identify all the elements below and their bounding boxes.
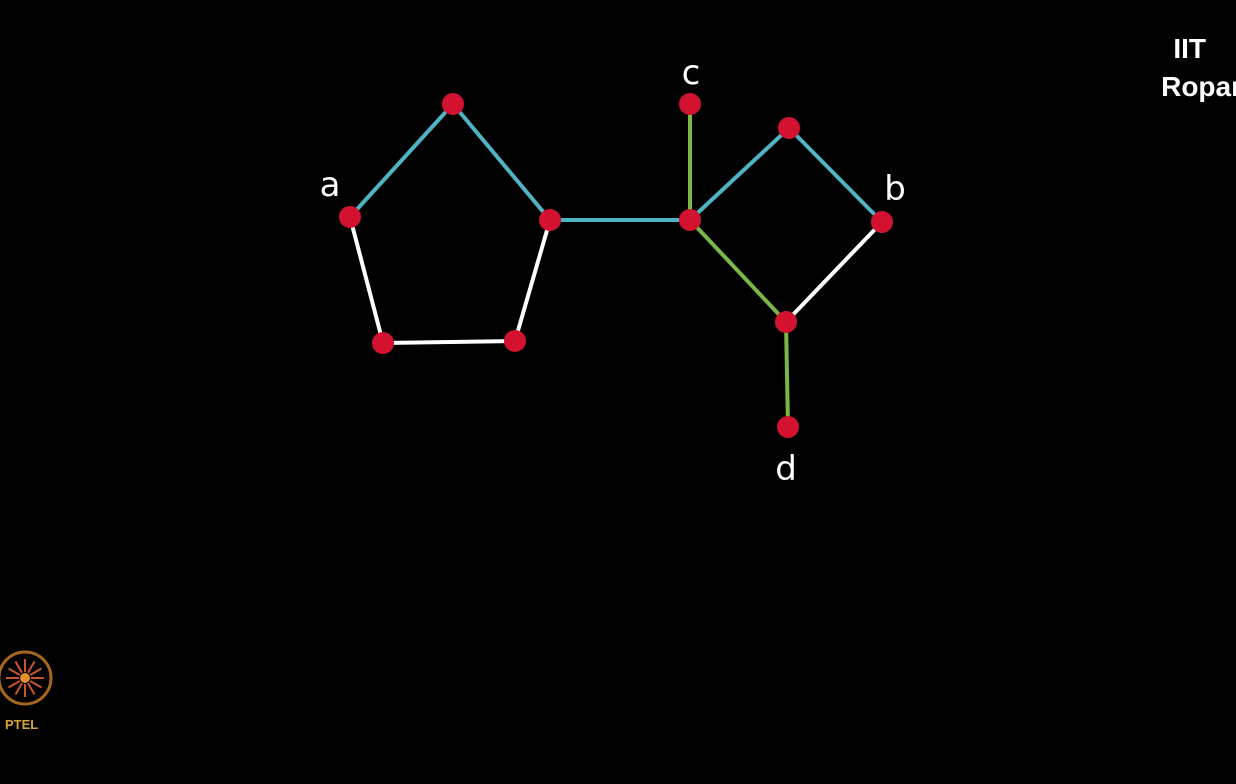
node-p4 bbox=[372, 332, 394, 354]
logo-spokes-icon bbox=[6, 659, 44, 697]
edge-p1-p2 bbox=[451, 102, 552, 222]
node-j bbox=[679, 209, 701, 231]
logo-spoke bbox=[29, 680, 42, 689]
node-label-a: a bbox=[320, 165, 341, 205]
logo-hub-icon bbox=[20, 673, 30, 683]
node-label-d: d bbox=[775, 449, 797, 489]
logo-ring-icon bbox=[0, 650, 53, 706]
nptel-logo: PTEL bbox=[0, 650, 53, 732]
node-c bbox=[679, 93, 701, 115]
logo-spoke bbox=[29, 667, 42, 676]
logo-text: PTEL bbox=[5, 717, 38, 732]
node-q3 bbox=[775, 311, 797, 333]
edges-layer bbox=[348, 102, 884, 429]
logo-spoke bbox=[27, 682, 36, 695]
logo-spoke bbox=[8, 680, 21, 689]
node-a bbox=[339, 206, 361, 228]
institution-line1: IIT bbox=[1173, 33, 1206, 64]
institution-line2: Ropar bbox=[1161, 71, 1236, 102]
node-label-b: b bbox=[884, 169, 906, 209]
edge-j-q1 bbox=[688, 126, 791, 222]
node-p1 bbox=[442, 93, 464, 115]
node-d bbox=[777, 416, 799, 438]
institution-watermark: IIT Ropar bbox=[1096, 30, 1236, 106]
edge-q1-b bbox=[787, 126, 884, 224]
edge-p3-p2 bbox=[513, 218, 552, 343]
edge-j-q3 bbox=[688, 218, 788, 324]
nodes-layer bbox=[339, 93, 893, 438]
edge-q3-d bbox=[784, 320, 790, 429]
node-p3 bbox=[504, 330, 526, 352]
node-b bbox=[871, 211, 893, 233]
edge-p4-p3 bbox=[381, 339, 517, 345]
logo-spoke bbox=[27, 661, 36, 674]
node-q1 bbox=[778, 117, 800, 139]
logo-spoke bbox=[8, 667, 21, 676]
edge-a-p1 bbox=[348, 102, 455, 219]
node-p2 bbox=[539, 209, 561, 231]
node-label-c: c bbox=[682, 53, 701, 93]
edge-a-p4 bbox=[348, 215, 385, 345]
edge-b-q3 bbox=[784, 220, 884, 324]
logo-spoke bbox=[14, 661, 23, 674]
labels-layer: a b c d bbox=[320, 53, 906, 489]
logo-spoke bbox=[14, 682, 23, 695]
